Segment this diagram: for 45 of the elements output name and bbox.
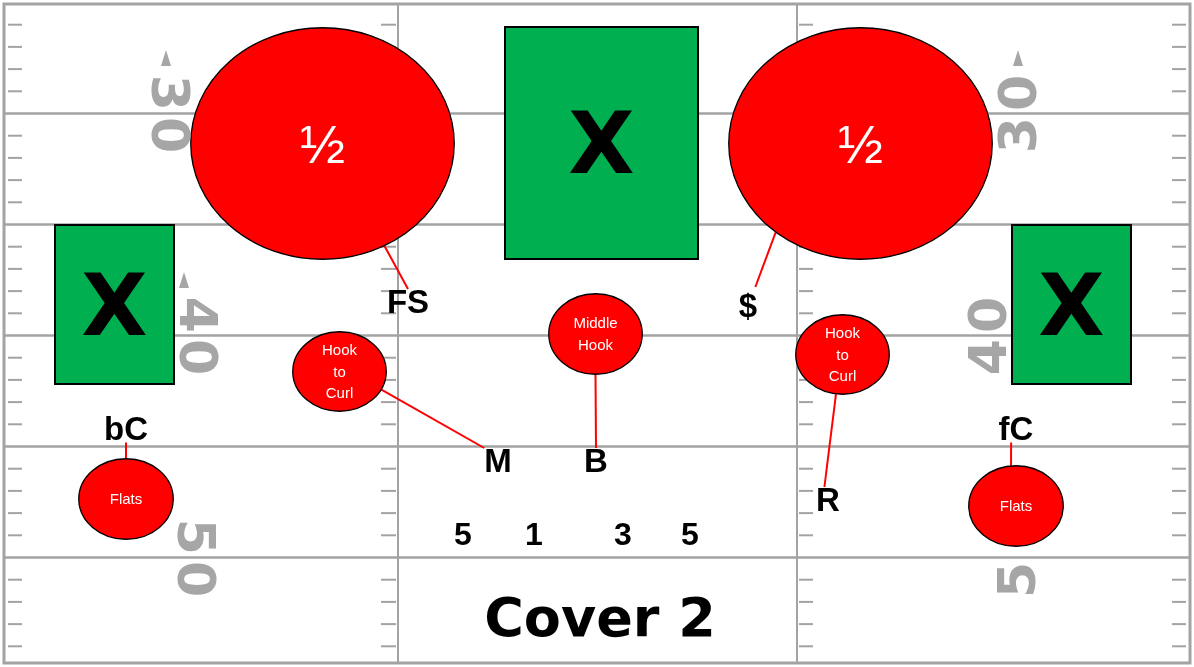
technique-number: 5 [681,522,699,548]
coverage-zone-ellipse [728,27,993,260]
yard-number: 30 [998,68,1038,155]
x-mark: X [1038,261,1105,348]
zone-label: Hook to Curl [321,339,358,404]
zone-label: Flats [999,496,1033,517]
yard-number: 5 [997,561,1037,599]
zone-label: Hook to Curl [824,322,861,387]
yard-number: 40 [968,290,1008,377]
coverage-zone-ellipse [78,458,174,540]
leader-line [823,393,837,488]
coverage-zone-ellipse [968,465,1064,547]
player-label: M [484,448,512,475]
diagram-title: Cover 2 [484,591,716,645]
player-label: R [816,487,840,514]
zone-label: Flats [109,489,143,510]
coverage-zone-ellipse [292,331,387,412]
player-label: FS [386,289,430,316]
x-mark: X [568,100,635,186]
x-zone-box [504,26,699,260]
x-mark: X [81,261,148,348]
coverage-zone-ellipse [795,314,890,395]
zone-label: ½ [299,116,345,171]
leader-line [594,373,597,449]
coverage-zone-ellipse [548,293,643,375]
zone-label: ½ [837,116,883,171]
yard-number: 40 [178,295,218,381]
leader-line [754,231,777,288]
x-zone-box [1011,224,1132,385]
leader-line [380,388,486,449]
x-zone-box [54,224,175,385]
technique-number: 1 [525,522,543,548]
player-label: bC [104,416,148,443]
leader-line [383,244,409,290]
coverage-zone-ellipse [190,27,455,260]
yard-number: 30 [150,73,190,159]
player-label: B [584,448,608,475]
player-label: $ [738,287,758,325]
leader-line [1010,441,1013,467]
yard-number: 50 [176,517,216,603]
zone-label: Middle Hook [572,313,619,355]
player-label: fC [998,416,1034,443]
leader-line [125,441,127,460]
technique-number: 5 [454,522,472,548]
technique-number: 3 [614,522,632,548]
